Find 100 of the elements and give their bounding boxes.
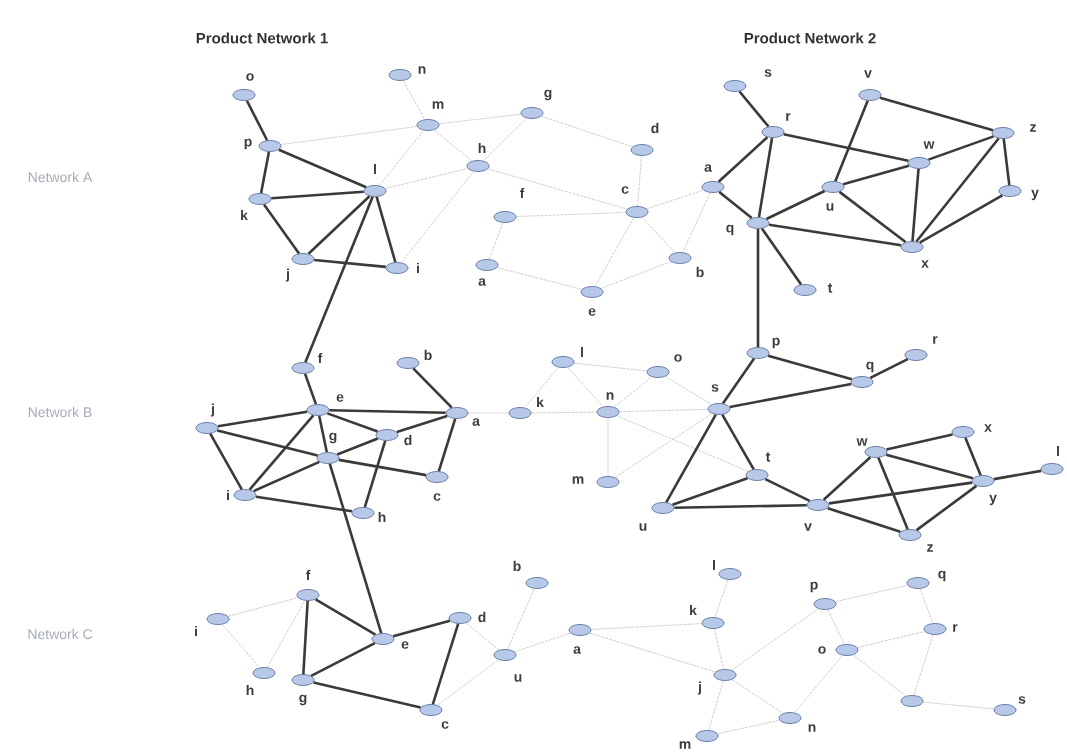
network-link bbox=[567, 366, 604, 408]
network-link bbox=[329, 408, 446, 415]
network-link bbox=[438, 113, 522, 125]
node-label: r bbox=[933, 336, 938, 344]
network-node: a bbox=[445, 407, 480, 426]
network-node: y bbox=[971, 475, 997, 506]
network-link bbox=[721, 414, 755, 470]
node-label: m bbox=[679, 741, 691, 749]
network-link bbox=[637, 155, 642, 207]
node-label: j bbox=[285, 268, 289, 282]
node-label: c bbox=[441, 721, 449, 729]
network-link bbox=[310, 642, 376, 677]
network-link bbox=[717, 136, 769, 183]
network-link bbox=[613, 376, 653, 408]
network-link bbox=[396, 414, 448, 434]
network-link bbox=[248, 414, 315, 491]
network-link bbox=[392, 619, 451, 638]
node-label: w bbox=[923, 141, 935, 149]
network-link bbox=[217, 410, 308, 428]
network-link bbox=[794, 655, 843, 713]
network-node: n bbox=[778, 712, 816, 732]
network-link bbox=[616, 415, 749, 472]
network-link bbox=[913, 634, 934, 696]
network-link bbox=[245, 100, 269, 141]
network-link bbox=[338, 458, 427, 477]
node-label: p bbox=[772, 337, 780, 349]
network-link bbox=[253, 460, 320, 493]
network-link bbox=[507, 588, 535, 650]
node-label: l bbox=[713, 559, 715, 571]
network-node: p bbox=[810, 581, 837, 610]
network-link bbox=[209, 433, 243, 490]
network-link bbox=[928, 135, 994, 161]
network-node: q bbox=[726, 217, 770, 236]
network-node: d bbox=[630, 122, 659, 156]
network-link bbox=[674, 503, 807, 510]
network-link bbox=[756, 228, 760, 348]
network-node: z bbox=[991, 124, 1036, 139]
network-node: o bbox=[646, 354, 682, 378]
node-label: u bbox=[639, 523, 647, 531]
network-link bbox=[838, 190, 907, 244]
network-link bbox=[433, 129, 473, 162]
network-link bbox=[259, 151, 271, 194]
node-label: a bbox=[472, 418, 480, 426]
network-node: c bbox=[425, 471, 449, 501]
network-node: l bbox=[713, 559, 742, 580]
network-node: q bbox=[850, 361, 874, 388]
network-link bbox=[911, 168, 920, 242]
network-node: q bbox=[906, 570, 946, 589]
node-label: y bbox=[989, 494, 997, 506]
node-label: i bbox=[227, 489, 229, 501]
network-link bbox=[222, 624, 260, 668]
node-label: u bbox=[514, 674, 522, 682]
network-node: i bbox=[195, 613, 230, 637]
network-node: u bbox=[821, 181, 845, 211]
node-label: s bbox=[711, 384, 719, 392]
network-link bbox=[915, 137, 1000, 243]
network-link bbox=[646, 189, 704, 210]
network-link bbox=[514, 632, 571, 653]
network-link bbox=[1002, 138, 1011, 186]
network-link bbox=[437, 659, 499, 706]
network-link bbox=[919, 588, 934, 624]
node-label: h bbox=[246, 684, 254, 696]
network-node: h bbox=[466, 142, 490, 172]
network-node: i bbox=[385, 262, 419, 274]
row-label: Network C bbox=[28, 628, 93, 640]
network-link bbox=[915, 484, 978, 532]
network-node: f bbox=[291, 352, 323, 374]
network-node: u bbox=[493, 649, 522, 682]
network-node: h bbox=[246, 667, 276, 696]
node-label: o bbox=[246, 73, 254, 81]
network-link bbox=[717, 719, 780, 735]
node-label: m bbox=[572, 476, 584, 484]
column-title: Product Network 2 bbox=[744, 32, 876, 44]
network-link bbox=[488, 222, 504, 260]
network-node: f bbox=[493, 187, 525, 223]
node-label: e bbox=[588, 308, 596, 316]
network-link bbox=[822, 456, 872, 501]
network-link bbox=[271, 190, 364, 200]
network-link bbox=[714, 579, 729, 618]
network-node: j bbox=[697, 669, 737, 695]
network-node bbox=[900, 695, 924, 707]
network-node: e bbox=[580, 286, 604, 316]
network-link bbox=[768, 223, 902, 247]
network-link bbox=[541, 115, 633, 148]
network-node: c bbox=[621, 186, 649, 218]
network-node: r bbox=[904, 336, 938, 361]
network-link bbox=[835, 584, 908, 603]
node-label: s bbox=[764, 69, 772, 77]
network-node: o bbox=[232, 73, 256, 101]
network-link bbox=[328, 463, 383, 634]
network-link bbox=[877, 457, 909, 530]
node-label: a bbox=[573, 646, 581, 654]
node-label: p bbox=[810, 581, 818, 593]
node-label: c bbox=[621, 186, 629, 194]
network-link bbox=[852, 654, 907, 697]
network-link bbox=[665, 376, 712, 405]
node-label: t bbox=[765, 452, 771, 462]
network-link bbox=[437, 418, 457, 472]
node-label: z bbox=[927, 544, 934, 552]
network-link bbox=[879, 96, 994, 132]
